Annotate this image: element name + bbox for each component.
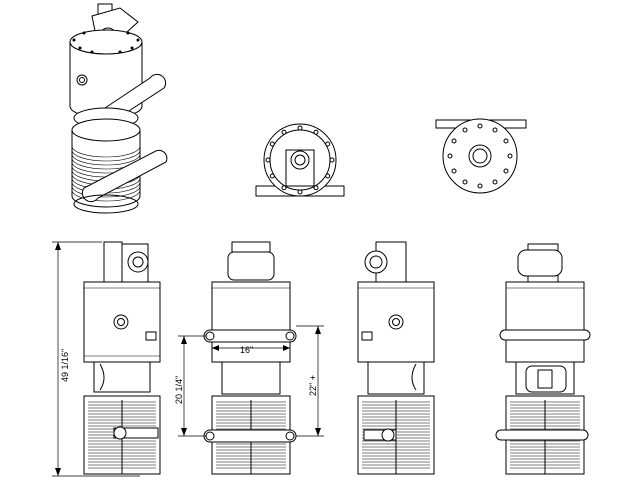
rear-port <box>388 314 404 330</box>
front-view: 49 1/16" <box>52 241 161 477</box>
bottom-view-port <box>468 144 492 168</box>
bolt-hole <box>325 173 331 179</box>
bolt-hole <box>451 138 457 144</box>
bolt-hole <box>447 153 453 159</box>
bolt-hole <box>477 183 483 189</box>
bolt-hole <box>507 153 513 159</box>
front-port <box>113 314 129 330</box>
iso-top-bolts <box>72 31 140 54</box>
rear-fitting-ring <box>364 250 388 274</box>
front-fitting-stem <box>103 241 123 283</box>
side-upper-body <box>211 281 291 363</box>
bottom-view <box>435 118 527 194</box>
bolt-hole <box>269 141 275 147</box>
iso-lower-top <box>71 118 141 142</box>
rear-view <box>357 241 435 475</box>
bolt-hole <box>503 168 509 174</box>
iso-port-inner <box>79 77 85 83</box>
right-upper-clamp <box>499 329 591 341</box>
lower-height-label: 20 1/4" <box>174 376 184 404</box>
bolt-hole <box>297 189 303 195</box>
top-view <box>255 123 345 197</box>
right-upper-body <box>505 281 585 363</box>
front-side-nub <box>145 331 157 341</box>
bolt-hole <box>503 138 509 144</box>
bottom-view-port-inner <box>472 148 488 164</box>
bolt-hole <box>325 141 331 147</box>
right-lower-clamp <box>495 429 589 441</box>
bolt-hole <box>313 185 319 191</box>
front-waist <box>93 361 151 393</box>
bolt-hole <box>297 125 303 131</box>
side-right-view <box>495 243 591 475</box>
bolt-hole <box>329 157 335 163</box>
bolt-hole <box>451 168 457 174</box>
top-view-port-inner <box>294 154 306 166</box>
side-lower-clamp <box>203 429 297 443</box>
bolt-hole <box>462 127 468 133</box>
bolt-hole <box>281 185 287 191</box>
side-view: 16" 20 1/4" 22" + <box>174 241 324 475</box>
top-view-bolts <box>265 125 335 195</box>
bolt-hole <box>492 179 498 185</box>
bolt-hole <box>477 123 483 129</box>
bolt-hole <box>269 173 275 179</box>
bottom-view-bolts <box>447 123 513 189</box>
bolt-hole <box>462 179 468 185</box>
mid-height-label: 22" + <box>308 375 318 396</box>
isometric-view <box>69 3 168 214</box>
right-coupler <box>525 365 567 393</box>
bolt-hole <box>265 157 271 163</box>
iso-lower-clamp <box>81 149 168 203</box>
iso-base-rim <box>73 194 139 214</box>
bolt-hole <box>313 129 319 135</box>
side-fitting-cap <box>231 241 271 253</box>
side-upper-clamp <box>203 329 297 343</box>
front-fitting-hole <box>132 256 144 268</box>
front-fitting-ring <box>127 251 149 273</box>
overall-height-label: 49 1/16" <box>60 349 70 382</box>
rear-lower-clamp <box>363 429 397 441</box>
right-fitting-boss <box>517 249 563 277</box>
bolt-hole <box>281 129 287 135</box>
clamp-width-label: 16" <box>240 345 253 355</box>
side-fitting-body <box>227 251 275 281</box>
side-waist <box>221 361 281 395</box>
bolt-hole <box>492 127 498 133</box>
